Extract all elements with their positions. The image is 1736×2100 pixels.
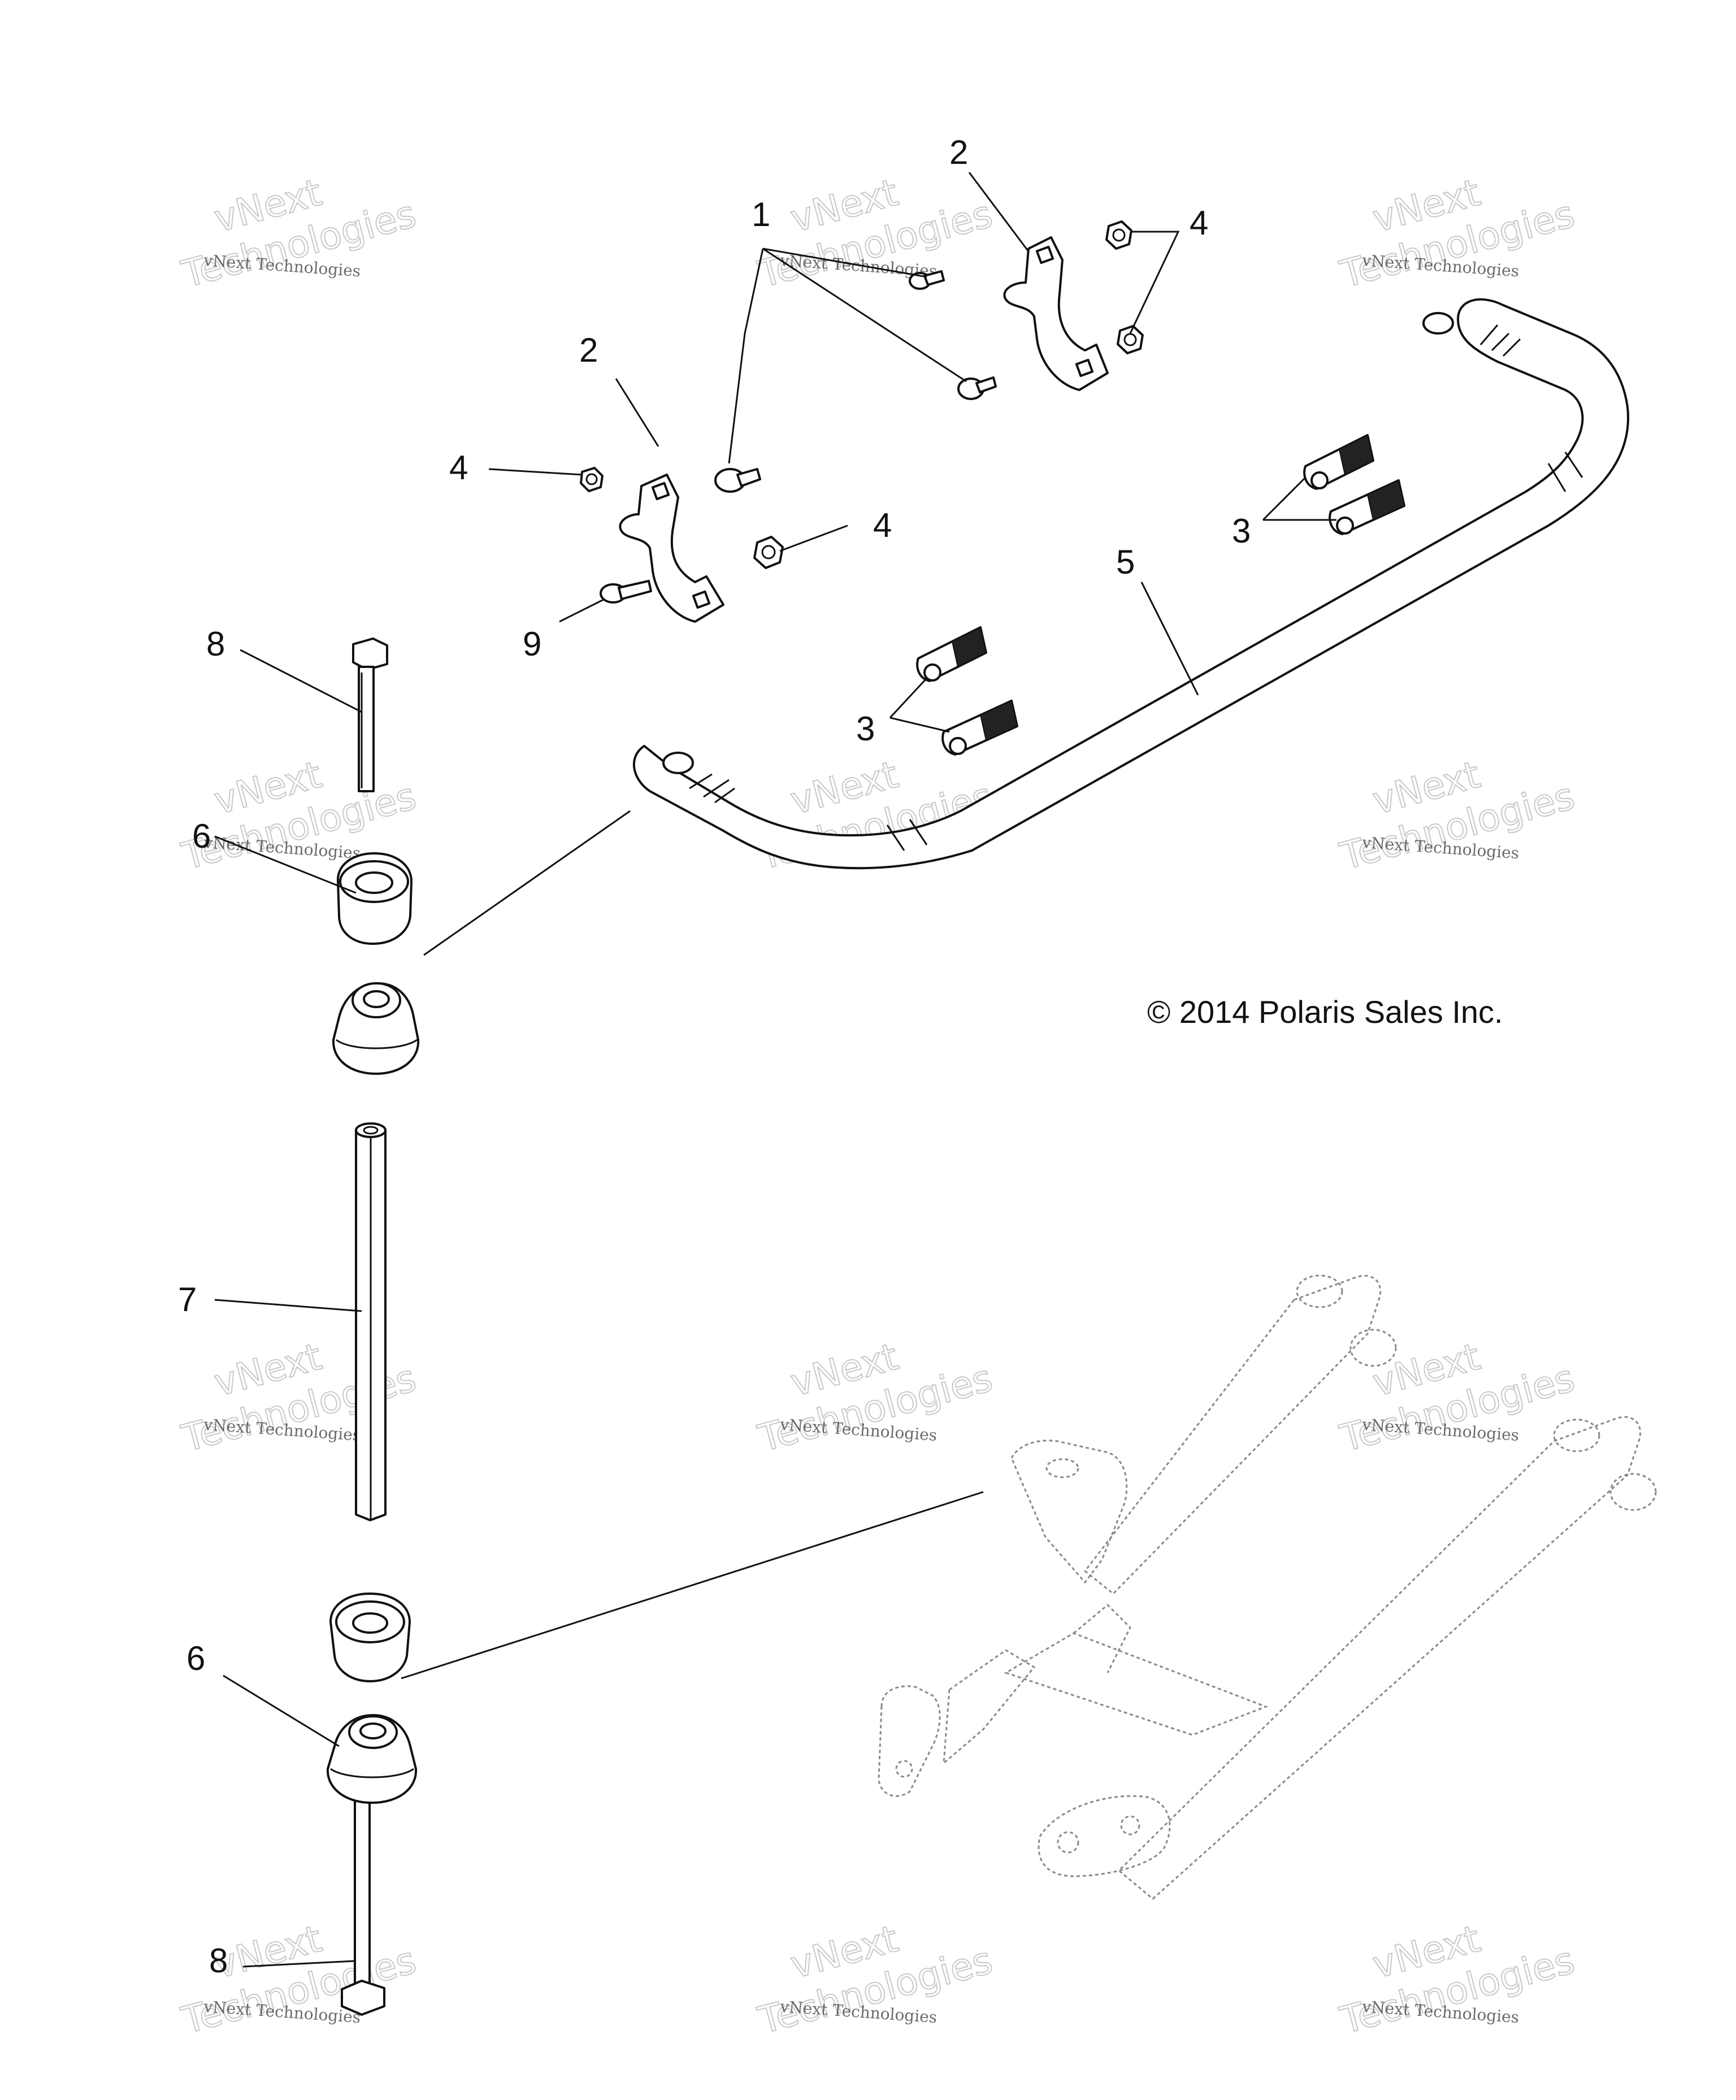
nut-left	[580, 467, 604, 492]
callout-7: 7	[178, 1281, 197, 1318]
callouts: 1 2 2 3 3 4 4 4 5 6 6 7 8 8 9	[178, 133, 1251, 1980]
grommet-lower-1	[329, 1593, 411, 1682]
bolt-1c	[909, 270, 945, 290]
clamp-lower	[619, 474, 724, 623]
nut-center	[753, 536, 784, 569]
bolt-1b	[957, 376, 997, 400]
stabilizer-bar	[633, 298, 1630, 870]
watermark: vNext Technologies vNext Technologies	[753, 170, 997, 297]
watermark: vNext Technologies vNext Technologies	[1335, 752, 1579, 879]
watermark: vNext Technologies vNext Technologies	[753, 1916, 997, 2043]
callout-6-lower: 6	[186, 1639, 205, 1677]
clamp-upper	[1003, 236, 1109, 391]
bolt-1a	[714, 468, 761, 493]
bolt-9	[600, 580, 652, 604]
callout-8-lower: 8	[209, 1942, 228, 1980]
callout-4-center: 4	[873, 506, 892, 544]
bolt-8-top	[352, 637, 388, 792]
callout-9: 9	[523, 625, 541, 663]
callout-3-lower: 3	[856, 710, 875, 748]
nut-top-right-2	[1117, 325, 1144, 354]
callout-2-lower: 2	[579, 331, 598, 369]
callout-2-upper: 2	[949, 133, 968, 171]
callout-5: 5	[1116, 543, 1135, 581]
watermark: vNext Technologies vNext Technologies	[753, 1334, 997, 1461]
callout-8-upper: 8	[206, 625, 225, 663]
watermark: vNext Technologies vNext Technologies	[1335, 170, 1579, 297]
watermark: vNext Technologies vNext Technologies	[1335, 1334, 1579, 1461]
watermark: vNext Technologies vNext Technologies	[177, 170, 421, 297]
grommet-upper-1	[336, 852, 413, 945]
callout-3-upper: 3	[1232, 512, 1251, 550]
callout-1: 1	[752, 196, 770, 233]
control-arm-assembly	[878, 1274, 1657, 1900]
callout-4-top: 4	[1190, 204, 1208, 242]
grommet-lower-2	[326, 1714, 418, 1804]
watermark: vNext Technologies vNext Technologies	[1335, 1916, 1579, 2043]
nut-top-right-1	[1105, 220, 1132, 250]
watermark: vNext Technologies vNext Technologies	[177, 1916, 421, 2043]
copyright-notice: © 2014 Polaris Sales Inc.	[1147, 994, 1503, 1030]
grommet-upper-2	[332, 982, 420, 1075]
callout-4-left: 4	[449, 449, 468, 487]
callout-6-upper: 6	[192, 817, 211, 855]
bushing-upper-right	[1303, 434, 1405, 535]
leader-lines	[214, 172, 1336, 1968]
hex-spacer	[355, 1122, 387, 1521]
bushing-lower-left	[916, 626, 1018, 756]
